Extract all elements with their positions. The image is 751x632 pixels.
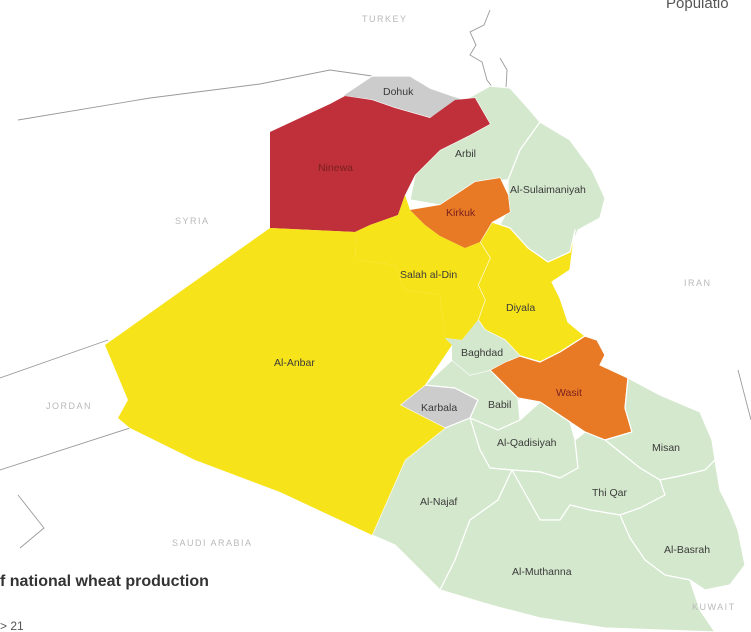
gov-label-erbil: Arbil: [455, 148, 476, 160]
gov-label-karbala: Karbala: [421, 402, 457, 414]
saudi-border-fragment: [17, 494, 45, 549]
legend-subtitle: > 21: [0, 619, 24, 632]
iran-border-south: [737, 369, 751, 421]
country-labels: TURKEY SYRIA IRAN JORDAN SAUDI ARABIA KU…: [46, 14, 736, 612]
legend-header: Populatio: [666, 0, 729, 12]
gov-label-baghdad: Baghdad: [461, 347, 503, 359]
country-label-iran: IRAN: [684, 278, 712, 288]
neighbour-borders: [0, 9, 751, 549]
gov-label-dhi-qar: Thi Qar: [592, 487, 628, 499]
jordan-syria-border: [0, 339, 109, 379]
gov-label-qadisiyah: Al-Qadisiyah: [497, 437, 557, 449]
gov-label-najaf: Al-Najaf: [420, 496, 457, 508]
gov-label-basrah: Al-Basrah: [664, 544, 710, 556]
country-label-turkey: TURKEY: [362, 14, 408, 24]
governorate-labels: Dohuk Ninewa Arbil Al-Sulaimaniyah Kirku…: [274, 86, 710, 578]
country-label-saudi-arabia: SAUDI ARABIA: [172, 538, 253, 548]
legend-title: f national wheat production: [0, 573, 209, 590]
gov-basrah[interactable]: [619, 459, 746, 591]
gov-label-muthanna: Al-Muthanna: [512, 566, 572, 578]
country-label-jordan: JORDAN: [46, 401, 92, 411]
gov-label-anbar: Al-Anbar: [274, 357, 315, 369]
gov-label-dohuk: Dohuk: [383, 86, 414, 98]
gov-label-babil: Babil: [488, 399, 511, 411]
gov-label-salah-al-din: Salah al-Din: [400, 269, 457, 281]
country-label-syria: SYRIA: [175, 216, 210, 226]
gov-label-kirkuk: Kirkuk: [446, 207, 476, 219]
gov-muthanna[interactable]: [439, 469, 716, 632]
gov-label-diyala: Diyala: [506, 302, 535, 314]
turkey-iran-border: [469, 9, 508, 93]
syria-turkey-border: [17, 69, 373, 121]
gov-label-misan: Misan: [652, 442, 680, 454]
gov-label-wasit: Wasit: [556, 387, 582, 399]
gov-label-ninewa: Ninewa: [318, 162, 353, 174]
country-label-kuwait: KUWAIT: [692, 602, 736, 612]
gov-label-sulaimaniyah: Al-Sulaimaniyah: [510, 184, 586, 196]
jordan-saudi-border: [0, 427, 131, 471]
